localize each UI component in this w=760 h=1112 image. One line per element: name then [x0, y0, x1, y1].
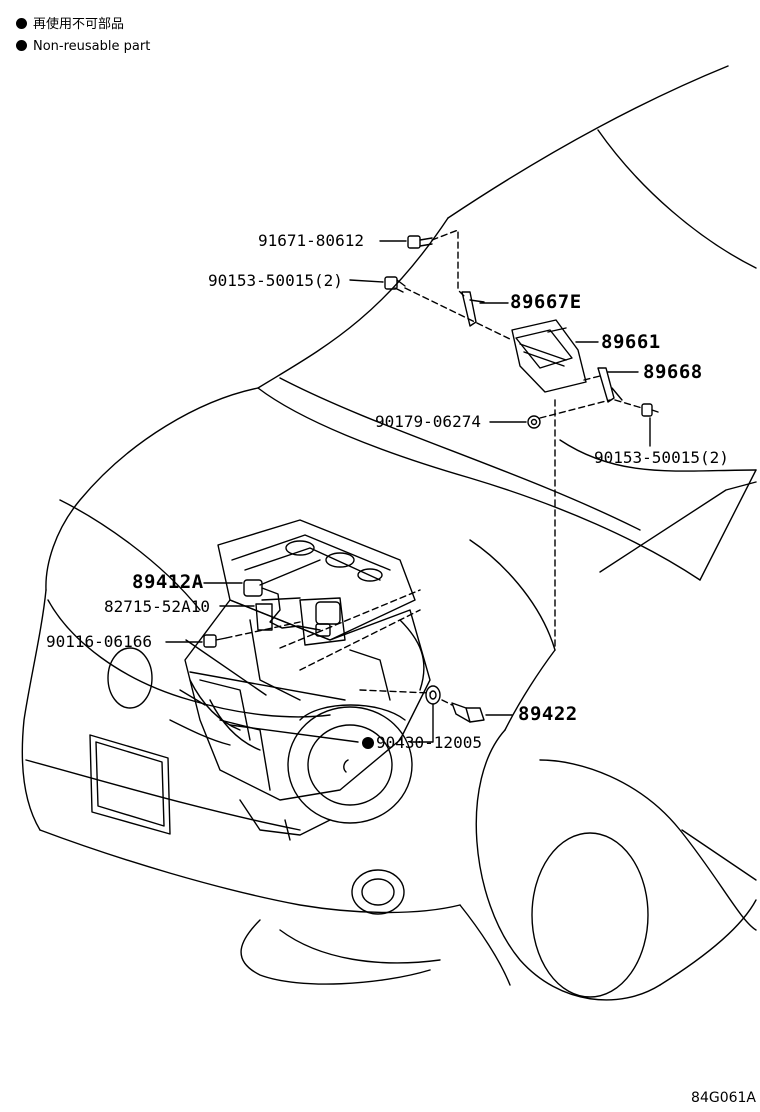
illustration-reference-code: 84G061A: [691, 1090, 756, 1106]
part-label-90430-12005-row[interactable]: 90430-12005: [362, 733, 482, 753]
nut-90179-icon: [527, 415, 541, 429]
legend-text-japanese: 再使用不可部品: [33, 17, 125, 32]
part-label-89422[interactable]: 89422: [518, 703, 578, 725]
non-reusable-marker-icon: [16, 40, 27, 51]
part-label-82715-52a10[interactable]: 82715-52A10: [104, 597, 210, 616]
bracket-89668-icon: [597, 367, 623, 403]
gasket-90430-icon: [425, 685, 441, 705]
non-reusable-marker-icon: [362, 737, 374, 749]
sensor-89412a-icon: [243, 579, 331, 637]
legend-text-english: Non-reusable part: [33, 39, 151, 54]
part-label-90430-12005: 90430-12005: [376, 733, 482, 752]
leader-lines: [165, 240, 651, 743]
dashed-assembly-lines: [225, 229, 643, 706]
bolt-91671-icon: [407, 235, 433, 249]
bolt-90153-right-icon: [641, 403, 659, 417]
bolt-90153-top-icon: [384, 276, 406, 293]
connection-lines: [185, 597, 359, 743]
part-label-89668[interactable]: 89668: [643, 361, 703, 383]
car-body-outline: [21, 65, 757, 1001]
part-label-90179-06274[interactable]: 90179-06274: [375, 412, 481, 431]
bracket-89667e-icon: [461, 291, 485, 327]
engine-assembly: [169, 519, 431, 841]
bolt-90116-icon: [203, 634, 227, 648]
part-label-89412a[interactable]: 89412A: [132, 571, 204, 593]
part-label-89667e[interactable]: 89667E: [510, 291, 582, 313]
sensor-89422-icon: [451, 702, 485, 723]
legend-row-english: Non-reusable part: [16, 39, 150, 55]
part-label-90153-50015-right[interactable]: 90153-50015(2): [594, 448, 729, 467]
part-label-90153-50015-top[interactable]: 90153-50015(2): [208, 271, 343, 290]
ecu-89661-icon: [511, 319, 587, 393]
part-label-91671-80612[interactable]: 91671-80612: [258, 231, 364, 250]
non-reusable-marker-icon: [16, 18, 27, 29]
legend-row-japanese: 再使用不可部品: [16, 17, 124, 33]
part-label-90116-06166[interactable]: 90116-06166: [46, 632, 152, 651]
clamp-82715-icon: [255, 603, 273, 631]
part-label-89661[interactable]: 89661: [601, 331, 661, 353]
part-glyphs: [203, 235, 659, 723]
